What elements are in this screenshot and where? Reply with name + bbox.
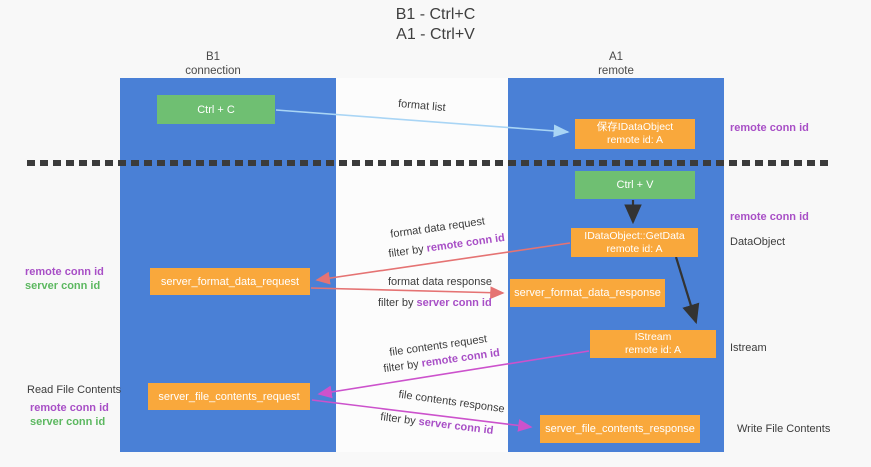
node-save-idataobject: 保存IDataObject remote id: A <box>575 119 695 149</box>
left-column-header: B1 connection <box>153 50 273 78</box>
left-column-role: connection <box>185 65 241 77</box>
right-column-header: A1 remote <box>556 50 676 78</box>
save-idataobject-line1: 保存IDataObject <box>596 121 674 133</box>
node-istream: IStream remote id: A <box>590 330 716 358</box>
filter-id-label: server conn id <box>416 297 492 309</box>
node-ctrl-v: Ctrl + V <box>575 171 695 199</box>
right-column-name: A1 <box>608 51 624 63</box>
annotation-remote-conn-id-top: remote conn id <box>730 122 809 134</box>
istream-line1: IStream <box>634 331 672 343</box>
right-column-role: remote <box>598 65 634 77</box>
format-response-label: server_format_data_response <box>514 287 661 299</box>
annotation-dataobject: DataObject <box>730 236 786 248</box>
annotation-istream: Istream <box>730 342 767 354</box>
edge-label-format-data-response: format data response <box>388 276 492 288</box>
annotation-format-server-conn-id: server conn id <box>25 280 101 292</box>
title-line-2: A1 - Ctrl+V <box>396 26 475 43</box>
left-column-name: B1 <box>205 51 221 63</box>
node-server-format-data-request: server_format_data_request <box>150 268 310 295</box>
node-idataobject-getdata: IDataObject::GetData remote id: A <box>571 228 698 257</box>
title-line-1: B1 - Ctrl+C <box>395 6 476 23</box>
ctrl-v-label: Ctrl + V <box>616 179 654 191</box>
save-idataobject-line2: remote id: A <box>606 134 664 146</box>
file-response-label: server_file_contents_response <box>545 423 695 435</box>
annotation-file-remote-conn-id: remote conn id <box>30 402 109 414</box>
format-request-label: server_format_data_request <box>160 275 300 288</box>
file-request-label: server_file_contents_request <box>158 390 300 403</box>
node-server-format-data-response: server_format_data_response <box>510 279 665 307</box>
getdata-line1: IDataObject::GetData <box>584 229 685 242</box>
annotation-read-file-contents: Read File Contents <box>27 384 122 396</box>
session-divider-dashed-line <box>27 160 833 166</box>
ctrl-c-label: Ctrl + C <box>197 103 235 116</box>
annotation-write-file-contents: Write File Contents <box>737 423 831 435</box>
getdata-line2: remote id: A <box>606 242 663 255</box>
node-server-file-contents-request: server_file_contents_request <box>148 383 310 410</box>
annotation-remote-conn-id-mid: remote conn id <box>730 211 809 223</box>
node-server-file-contents-response: server_file_contents_response <box>540 415 700 443</box>
istream-line2: remote id: A <box>624 344 682 356</box>
annotation-file-server-conn-id: server conn id <box>30 416 106 428</box>
filter-prefix: filter by <box>378 297 417 309</box>
edge-label-format-response-filter: filter by server conn id <box>378 297 492 309</box>
diagram-title: B1 - Ctrl+C A1 - Ctrl+V <box>0 5 871 45</box>
annotation-format-remote-conn-id: remote conn id <box>25 266 104 278</box>
node-ctrl-c: Ctrl + C <box>157 95 275 124</box>
